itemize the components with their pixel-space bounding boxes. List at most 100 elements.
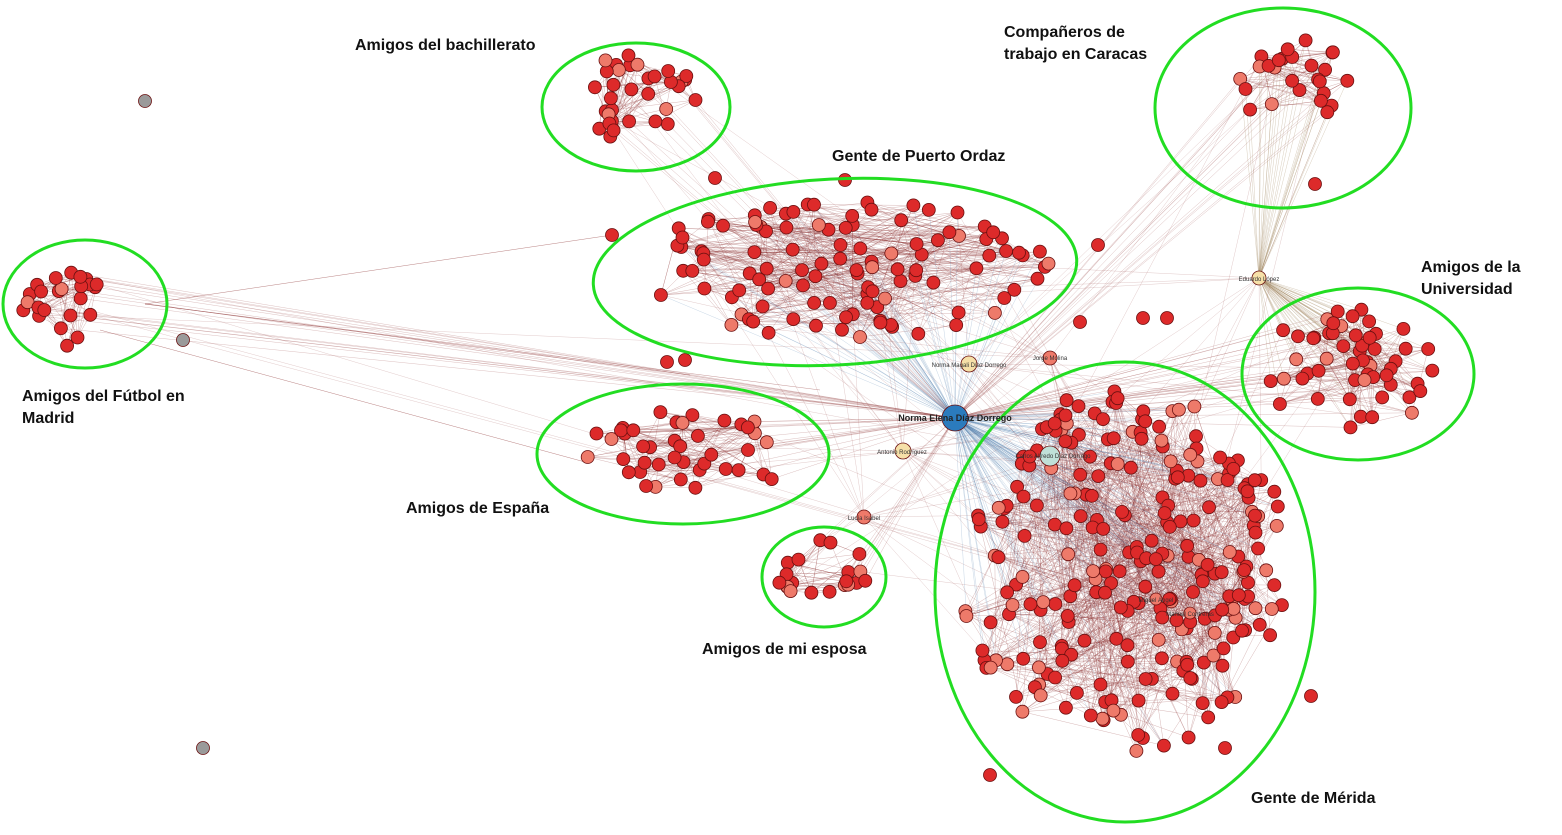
- edge: [890, 252, 1020, 326]
- edge: [1029, 456, 1215, 634]
- edge: [1268, 65, 1348, 82]
- edge: [60, 328, 956, 419]
- edge: [954, 417, 1255, 481]
- edge: [1055, 603, 1165, 746]
- edge: [668, 70, 956, 419]
- node-merida: [1106, 431, 1121, 446]
- node-merida: [1138, 579, 1153, 594]
- edge: [954, 417, 1152, 541]
- edge: [1029, 465, 1069, 623]
- hub-label-magali: Norma Magali Díaz Dorrego: [932, 363, 1007, 369]
- node-merida: [1200, 557, 1215, 572]
- edge: [1030, 463, 1118, 605]
- edge: [954, 417, 1163, 618]
- edge: [1006, 486, 1018, 593]
- edge: [1142, 473, 1230, 739]
- node-universidad: [1306, 331, 1321, 346]
- node-universidad: [1263, 374, 1278, 389]
- edge: [1124, 487, 1245, 516]
- edge: [1100, 520, 1194, 685]
- edge: [609, 85, 679, 124]
- node-puerto-ordaz: [951, 305, 966, 320]
- edge: [766, 417, 956, 443]
- edge: [954, 406, 1195, 419]
- edge: [1141, 438, 1219, 480]
- node-futbol: [83, 307, 98, 322]
- node-bachillerato: [659, 102, 674, 116]
- node-merida: [1264, 602, 1279, 616]
- edge: [1049, 357, 1118, 399]
- edge: [611, 109, 656, 122]
- edge: [1071, 442, 1146, 587]
- node-puerto-ordaz: [849, 263, 864, 278]
- edge: [1017, 474, 1081, 488]
- node-merida: [1154, 433, 1169, 448]
- edge: [1258, 79, 1319, 279]
- edge: [1258, 277, 1370, 339]
- edge: [954, 103, 1272, 419]
- node-puerto-ordaz: [811, 218, 826, 232]
- edge: [1055, 637, 1234, 678]
- edge: [682, 422, 739, 471]
- node-merida: [1073, 467, 1088, 482]
- edge: [954, 417, 1025, 537]
- node-merida: [1189, 429, 1203, 444]
- edge: [1103, 528, 1259, 549]
- edge: [954, 80, 1348, 419]
- node-merida: [1248, 508, 1262, 523]
- edge: [753, 209, 929, 322]
- edge: [1307, 373, 1350, 400]
- cluster-label-espana: Amigos de España: [406, 500, 549, 517]
- edge: [902, 450, 997, 661]
- node-merida: [1115, 504, 1129, 519]
- edge: [1145, 558, 1188, 665]
- node-merida: [1181, 730, 1196, 745]
- edge: [680, 420, 725, 480]
- edge: [610, 97, 656, 122]
- node-companeros: [1298, 33, 1313, 48]
- edge: [1258, 277, 1262, 481]
- node-merida: [1055, 653, 1070, 668]
- edge: [859, 205, 914, 338]
- edge: [1155, 330, 1284, 600]
- node-puerto-ordaz: [724, 317, 739, 332]
- edge: [1120, 457, 1221, 715]
- edge: [954, 58, 1283, 419]
- edge: [954, 417, 1214, 656]
- node-universidad: [1362, 330, 1377, 345]
- edge: [703, 248, 861, 260]
- edge: [70, 315, 1051, 359]
- edge: [1054, 423, 1216, 616]
- edge: [1176, 608, 1272, 662]
- node-puerto-ordaz: [823, 295, 837, 310]
- edge: [1221, 506, 1278, 573]
- node-universidad: [1425, 363, 1440, 378]
- edge: [863, 515, 979, 518]
- edge: [1155, 558, 1271, 636]
- node-merida: [1113, 600, 1128, 615]
- edge: [1029, 456, 1081, 517]
- edge: [677, 224, 757, 246]
- node-merida: [975, 643, 990, 658]
- edge: [692, 212, 958, 272]
- edge: [1258, 277, 1351, 428]
- edge: [1050, 467, 1101, 550]
- edge: [749, 273, 893, 328]
- edge: [613, 93, 649, 131]
- edge: [1023, 467, 1131, 497]
- edge: [587, 440, 675, 458]
- edge: [954, 417, 1092, 716]
- edge: [1016, 437, 1114, 488]
- edge: [968, 363, 1318, 400]
- edge: [1228, 488, 1245, 610]
- edge: [759, 268, 977, 280]
- edge: [1030, 604, 1078, 694]
- edge: [1061, 406, 1195, 647]
- edge: [754, 215, 1191, 614]
- node-merida: [1070, 686, 1084, 700]
- edge: [1136, 409, 1180, 548]
- edge: [1065, 494, 1087, 708]
- edge: [787, 277, 1260, 588]
- edge: [815, 275, 1005, 299]
